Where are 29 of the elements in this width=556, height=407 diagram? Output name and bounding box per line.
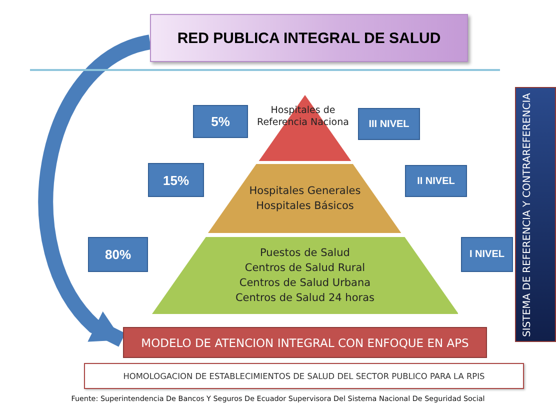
percentage-box [88, 237, 148, 272]
model-text: MODELO DE ATENCION INTEGRAL CON ENFOQUE EN APS [141, 336, 469, 350]
level-label: I NIVEL [469, 249, 504, 260]
percentage-box [193, 105, 248, 138]
level-box [405, 165, 467, 197]
level-label: II NIVEL [417, 176, 455, 186]
note-text: HOMOLOGACION DE ESTABLECIMIENTOS DE SALUD DEL SECTOR PUBLICO PARA LA RPIS [123, 371, 485, 381]
percentage-value: 80% [104, 247, 132, 262]
tier-text: Centros de Salud 24 horas [235, 292, 374, 304]
percentage-value: 15% [162, 172, 190, 188]
curved-arrow [38, 34, 152, 347]
model-banner [123, 327, 487, 358]
tier-text: Puestos de Salud [260, 247, 350, 259]
tier-text: Hospitales Básicos [256, 200, 354, 212]
note-box [84, 363, 524, 389]
tier-text: Centros de Salud Urbana [239, 277, 371, 289]
level-box [358, 108, 420, 140]
title-banner [150, 14, 468, 62]
side-panel [515, 87, 556, 342]
tier-text: Hospitales Generales [249, 185, 361, 197]
percentage-value: 5% [211, 114, 230, 129]
percentage-box [148, 163, 204, 197]
pyramid-tier [152, 237, 458, 314]
side-panel-text: SISTEMA DE REFERENCIA Y CONTRAREFERENCIA [520, 92, 534, 336]
title-text: RED PUBLICA INTEGRAL DE SALUD [177, 30, 441, 46]
pyramid-tier [208, 164, 402, 233]
level-box [461, 237, 513, 272]
tier-text: Centros de Salud Rural [244, 262, 366, 274]
level-label: III NIVEL [368, 118, 410, 130]
